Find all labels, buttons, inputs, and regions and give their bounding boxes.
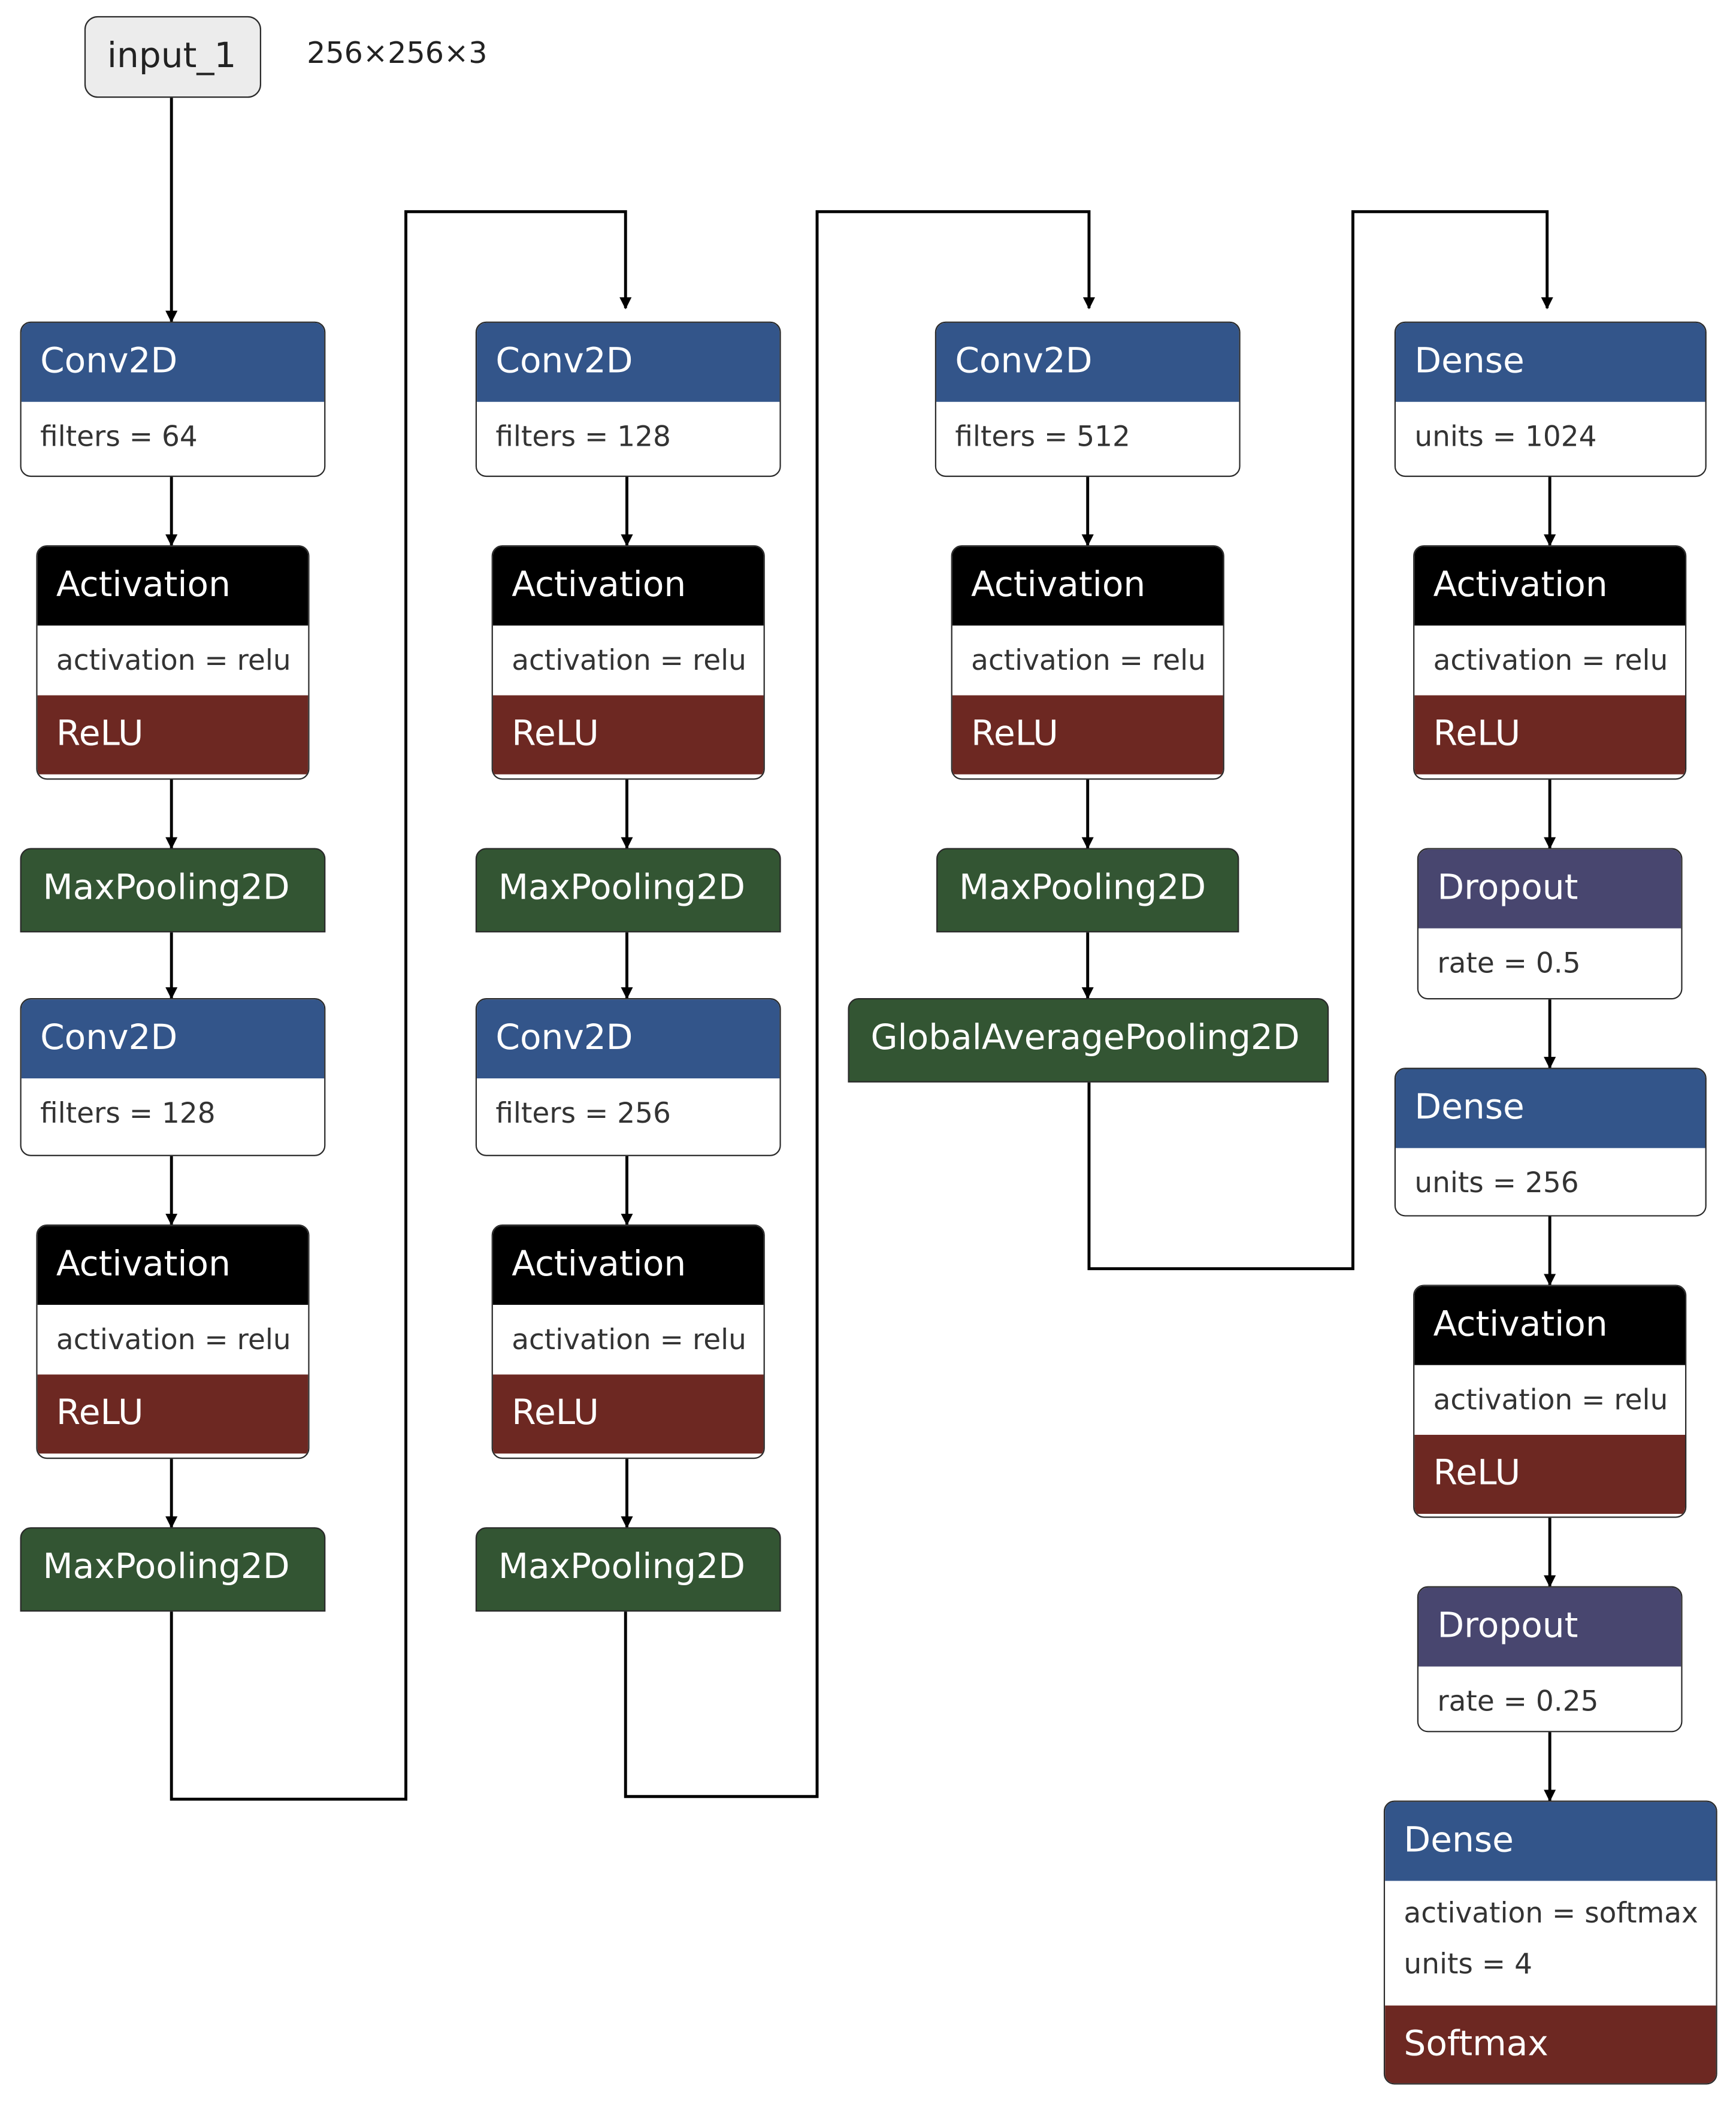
layer-param: activation = relu bbox=[1414, 625, 1686, 696]
layer-param: activation = relu bbox=[1414, 1365, 1686, 1435]
layer-param: filters = 512 bbox=[936, 401, 1239, 472]
layer-type: Dropout bbox=[1419, 849, 1681, 929]
layer-type: Activation bbox=[952, 546, 1223, 626]
layer-param-activation: activation = softmax bbox=[1385, 1881, 1716, 1931]
layer-activation-3: Activation activation = relu ReLU bbox=[491, 545, 765, 780]
layer-param: activation = relu bbox=[37, 625, 309, 696]
layer-type: GlobalAveragePooling2D bbox=[870, 1018, 1300, 1059]
layer-activation-6: Activation activation = relu ReLU bbox=[1413, 545, 1687, 780]
layer-param: filters = 256 bbox=[477, 1078, 780, 1148]
layer-type: MaxPooling2D bbox=[498, 868, 745, 909]
layer-dense-3: Dense activation = softmax units = 4 Sof… bbox=[1383, 1800, 1717, 2085]
layer-type: Activation bbox=[37, 1226, 309, 1305]
layer-function: ReLU bbox=[37, 695, 309, 775]
layer-maxpooling2d-1: MaxPooling2D bbox=[20, 848, 326, 933]
layer-type: MaxPooling2D bbox=[498, 1547, 745, 1588]
layer-param-units: units = 4 bbox=[1385, 1930, 1716, 2006]
layer-param: filters = 128 bbox=[21, 1078, 325, 1148]
layer-activation-1: Activation activation = relu ReLU bbox=[36, 545, 310, 780]
layer-function: ReLU bbox=[492, 1374, 764, 1454]
layer-param: activation = relu bbox=[952, 625, 1223, 696]
layer-activation-5: Activation activation = relu ReLU bbox=[951, 545, 1224, 780]
layer-conv2d-4: Conv2D filters = 256 bbox=[475, 997, 781, 1156]
layer-activation-4: Activation activation = relu ReLU bbox=[491, 1224, 765, 1459]
layer-param: filters = 64 bbox=[21, 401, 325, 472]
layer-type: Activation bbox=[1414, 1286, 1686, 1365]
layer-type: Activation bbox=[492, 1226, 764, 1305]
layer-param: activation = relu bbox=[492, 625, 764, 696]
layer-param: filters = 128 bbox=[477, 401, 780, 472]
edge-col3-to-col4 bbox=[1087, 210, 1553, 1271]
layer-param: activation = relu bbox=[492, 1305, 764, 1375]
layer-type: Dropout bbox=[1419, 1587, 1681, 1667]
input-shape-label: 256×256×3 bbox=[307, 37, 488, 71]
layer-type: MaxPooling2D bbox=[43, 868, 290, 909]
layer-type: Dense bbox=[1396, 1069, 1705, 1148]
layer-type: Conv2D bbox=[477, 999, 780, 1079]
layer-type: Dense bbox=[1385, 1801, 1716, 1881]
layer-function: ReLU bbox=[37, 1374, 309, 1454]
input-name: input_1 bbox=[107, 36, 237, 77]
layer-param: units = 1024 bbox=[1396, 401, 1705, 472]
edge-col2-to-col3 bbox=[624, 210, 1096, 1798]
edge-col1-to-col2 bbox=[170, 210, 632, 1801]
layer-param: units = 256 bbox=[1396, 1148, 1705, 1216]
layer-global-average-pooling2d: GlobalAveragePooling2D bbox=[848, 997, 1329, 1083]
layer-dropout-2: Dropout rate = 0.25 bbox=[1417, 1586, 1683, 1733]
layer-dropout-1: Dropout rate = 0.5 bbox=[1417, 848, 1683, 1000]
layer-conv2d-2: Conv2D filters = 128 bbox=[20, 997, 326, 1156]
layer-type: Activation bbox=[37, 546, 309, 626]
layer-maxpooling2d-5: MaxPooling2D bbox=[936, 848, 1239, 933]
layer-function: ReLU bbox=[492, 695, 764, 775]
layer-type: MaxPooling2D bbox=[43, 1547, 290, 1588]
layer-activation-2: Activation activation = relu ReLU bbox=[36, 1224, 310, 1459]
layer-conv2d-3: Conv2D filters = 128 bbox=[475, 321, 781, 477]
layer-maxpooling2d-3: MaxPooling2D bbox=[475, 848, 781, 933]
layer-type: Conv2D bbox=[21, 999, 325, 1079]
layer-function: ReLU bbox=[1414, 695, 1686, 775]
layer-dense-2: Dense units = 256 bbox=[1394, 1068, 1707, 1217]
layer-param: rate = 0.5 bbox=[1419, 928, 1681, 998]
input-node: input_1 bbox=[84, 16, 262, 98]
layer-conv2d-5: Conv2D filters = 512 bbox=[934, 321, 1241, 477]
layer-activation-7: Activation activation = relu ReLU bbox=[1413, 1284, 1687, 1518]
layer-dense-1: Dense units = 1024 bbox=[1394, 321, 1707, 477]
layer-conv2d-1: Conv2D filters = 64 bbox=[20, 321, 326, 477]
layer-type: MaxPooling2D bbox=[959, 868, 1206, 909]
layer-type: Activation bbox=[1414, 546, 1686, 626]
layer-type: Activation bbox=[492, 546, 764, 626]
layer-function: Softmax bbox=[1385, 2005, 1716, 2084]
layer-param: activation = relu bbox=[37, 1305, 309, 1375]
layer-type: Dense bbox=[1396, 322, 1705, 402]
layer-param: rate = 0.25 bbox=[1419, 1666, 1681, 1731]
layer-maxpooling2d-2: MaxPooling2D bbox=[20, 1527, 326, 1612]
layer-function: ReLU bbox=[1414, 1434, 1686, 1514]
layer-type: Conv2D bbox=[21, 322, 325, 402]
layer-type: Conv2D bbox=[936, 322, 1239, 402]
layer-type: Conv2D bbox=[477, 322, 780, 402]
layer-function: ReLU bbox=[952, 695, 1223, 775]
layer-maxpooling2d-4: MaxPooling2D bbox=[475, 1527, 781, 1612]
